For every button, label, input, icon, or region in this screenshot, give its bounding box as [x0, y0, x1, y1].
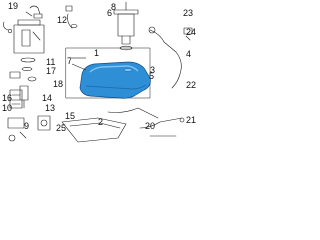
- callout-16: 16: [2, 93, 13, 103]
- harness-clip-part: [25, 5, 43, 19]
- fuel-tank: [71, 57, 151, 99]
- fuel-pump-module: [3, 19, 45, 54]
- callout-15: 15: [65, 111, 76, 121]
- fuel-filler-pipe: [148, 26, 193, 89]
- callout-25: 25: [56, 123, 67, 133]
- callout-23: 23: [183, 8, 194, 18]
- callout-7: 7: [67, 56, 73, 66]
- lower-mount: [37, 115, 51, 131]
- callout-24: 24: [186, 27, 197, 37]
- tank-band-straps: [107, 107, 185, 137]
- callout-14: 14: [42, 93, 53, 103]
- callout-10: 10: [2, 103, 13, 113]
- callout-20: 20: [145, 121, 156, 131]
- callout-22: 22: [186, 80, 197, 90]
- fuel-filter-assembly: [7, 89, 27, 142]
- tank-callout-frame: [65, 47, 151, 99]
- callout-11: 11: [46, 57, 56, 67]
- callout-9: 9: [24, 121, 30, 131]
- callout-1: 1: [94, 48, 100, 58]
- callout-4: 4: [186, 49, 192, 59]
- callout-18: 18: [53, 79, 64, 89]
- callout-19: 19: [8, 1, 19, 11]
- diagram-artwork: [3, 1, 193, 143]
- callout-8: 8: [111, 2, 117, 12]
- pump-small-parts: [9, 57, 37, 109]
- callout-2: 2: [98, 117, 104, 127]
- callout-13: 13: [45, 103, 56, 113]
- heat-insulator: [61, 117, 127, 143]
- callout-17: 17: [46, 66, 57, 76]
- callout-12: 12: [57, 15, 68, 25]
- fuel-system-parts-diagram: 1 2 3 4 5 6 7 8 9 10 11 12 13 14 15 16 1…: [0, 0, 200, 147]
- callout-21: 21: [186, 115, 197, 125]
- top-center-parts: [65, 5, 78, 29]
- fuel-sender-unit: [113, 1, 139, 51]
- callout-6: 6: [107, 8, 113, 18]
- callout-3: 3: [150, 65, 156, 75]
- callout-5: 5: [149, 71, 155, 81]
